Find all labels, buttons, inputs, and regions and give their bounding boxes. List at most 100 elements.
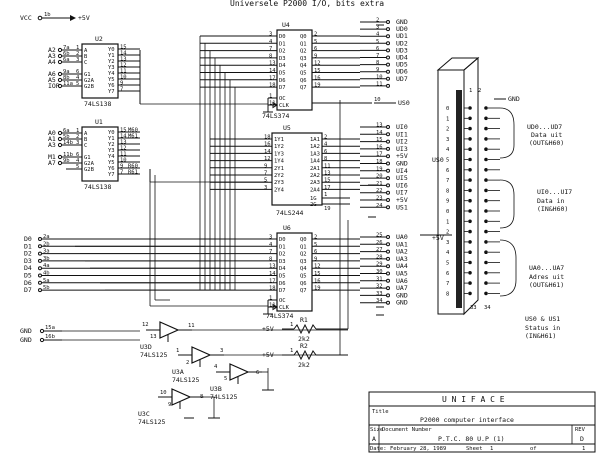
u5-outpin-2: 6 — [324, 149, 327, 155]
u4-in-0: D0 — [279, 34, 286, 40]
u5-outpin-3: 8 — [324, 156, 327, 162]
vcc-label: VCC — [20, 14, 32, 22]
u6-sig-9: GND — [396, 299, 408, 307]
u4-out-7: Q7 — [300, 85, 307, 91]
u1-outpin-1: 14 — [120, 134, 127, 140]
u4-sig-6: UD5 — [396, 61, 408, 69]
u2-sig-2: A4 — [48, 58, 56, 66]
u1-out-6: Y6 — [108, 166, 115, 172]
u4-inpin-2: 7 — [269, 46, 272, 52]
u5-inpin-2: 14 — [264, 149, 271, 155]
u2-outpin-0: 15 — [120, 45, 127, 51]
u4-outpin-6: 16 — [314, 75, 321, 81]
u6-out-0: Q0 — [300, 237, 307, 243]
u1-out-7: Y7 — [108, 172, 115, 178]
u6-out-1: Q1 — [300, 244, 307, 250]
u1-outlabel-7: R61 — [128, 170, 138, 176]
u5-in-2: 1Y3 — [274, 151, 284, 157]
u6-datapin-0: 2a — [43, 234, 50, 240]
u4-sig-7: UD6 — [396, 68, 408, 76]
u4-sig-8: UD7 — [396, 75, 408, 83]
u2-outpin-3: 12 — [120, 63, 127, 69]
u1-out-3: Y3 — [108, 148, 115, 154]
u1-outpin-7: 7 — [120, 170, 123, 176]
u2-out-6: Y6 — [108, 83, 115, 89]
r1-name: R1 — [300, 316, 308, 324]
u5-part: 74LS244 — [276, 209, 303, 217]
u1-out-0: Y0 — [108, 130, 115, 136]
r2-name: R2 — [300, 342, 308, 350]
u6-out-3: Q3 — [300, 259, 307, 265]
conn-row-9: 9 — [446, 199, 449, 205]
u1-in-2: C — [84, 143, 87, 149]
note-data-out: UD0...UD7 Data uit (OUT&H60) — [527, 123, 564, 147]
note-addr-out-sub2: (OUT&H61) — [529, 281, 564, 289]
u4-connpin-4: 6 — [376, 46, 379, 52]
u4-in-4: D4 — [279, 63, 286, 69]
u6-datapin-5: 4b — [43, 271, 50, 277]
u2-in-0: A — [84, 48, 88, 54]
u5-in-5: 2Y2 — [274, 173, 284, 179]
u6-datasig-3: D3 — [24, 257, 32, 265]
u6-connpin-3: 28 — [376, 254, 383, 260]
u5-out-5: 2A2 — [310, 173, 320, 179]
u1-out-2: Y2 — [108, 142, 115, 148]
u6-inpin-0: 3 — [269, 235, 272, 241]
tristate-buffers: U3D74LS125121311U3A74LS125123U3B74LS1254… — [62, 321, 348, 426]
u6-connpin-0: 25 — [376, 233, 383, 239]
u5-out-4: 2A1 — [310, 166, 320, 172]
conn-row-2: 2 — [446, 127, 449, 133]
u4-body — [276, 29, 313, 111]
u4-sig-5: UD4 — [396, 54, 408, 62]
u2-body — [81, 43, 119, 99]
u4-name: U4 — [282, 21, 290, 29]
u6-ctrlpin-1: 11 — [269, 303, 276, 309]
u4-sig-3: UD2 — [396, 39, 408, 47]
u5-name: U5 — [283, 124, 291, 132]
u6-datasig-1: D1 — [24, 242, 32, 250]
u4-out-2: Q2 — [300, 49, 307, 55]
u4-in-6: D6 — [279, 78, 286, 84]
conn-p5v: +5V — [432, 234, 444, 242]
vcc-pin: 1b — [44, 12, 51, 18]
u4-ctrlpin-0: 1 — [269, 94, 272, 100]
u2-out-3: Y3 — [108, 65, 115, 71]
u1-out-4: Y4 — [108, 154, 115, 160]
u5-sig-8: UI6 — [396, 181, 408, 189]
u6-connpin-1: 26 — [376, 240, 383, 246]
u4-connpin-7: 9 — [376, 67, 379, 73]
u2-outpin-4: 11 — [120, 69, 127, 75]
u1-pinnum-1: 2 — [76, 134, 79, 140]
u1-pinnum-3: 6 — [76, 152, 79, 158]
u6-inpin-4: 13 — [269, 264, 276, 270]
u1-in-0: A — [84, 131, 88, 137]
u6-inpin-2: 7 — [269, 249, 272, 255]
buffer-3-pin-1: 9 — [168, 402, 171, 408]
u6-in-2: D2 — [279, 252, 286, 258]
u6-body — [276, 232, 313, 312]
tb-rev-label: REV — [575, 427, 586, 433]
u6-datasig-2: D2 — [24, 250, 32, 258]
note-status-in: US0 & US1 Status in (IN&H61) — [525, 315, 560, 340]
buffer-1-part: 74LS125 — [172, 376, 199, 384]
u4-sig-1: UD0 — [396, 25, 408, 33]
u4-ctrlpin-1: 11 — [269, 101, 276, 107]
conn-row-15: 5 — [446, 261, 449, 267]
u1-edge-pin-1: 5b — [63, 134, 70, 140]
u6-in-3: D3 — [279, 259, 286, 265]
u2-edge-pin-2: 6a — [63, 57, 70, 63]
u6-sig-4: UA4 — [396, 262, 408, 270]
u6-inpin-7: 18 — [269, 286, 276, 292]
u5-outpin-7: 17 — [324, 185, 331, 191]
u2-out-4: Y4 — [108, 71, 115, 77]
u6-inpin-3: 8 — [269, 256, 272, 262]
u1-sig-2: A3 — [48, 141, 56, 149]
conn-row-1: 1 — [446, 116, 449, 122]
u2-edge-pin-4: 8b — [63, 75, 70, 81]
u4-in-2: D2 — [279, 49, 286, 55]
tb-date-label: Date: — [370, 446, 387, 452]
u6-connpin-5: 30 — [376, 269, 383, 275]
u5-out-7: 2A4 — [310, 187, 321, 193]
